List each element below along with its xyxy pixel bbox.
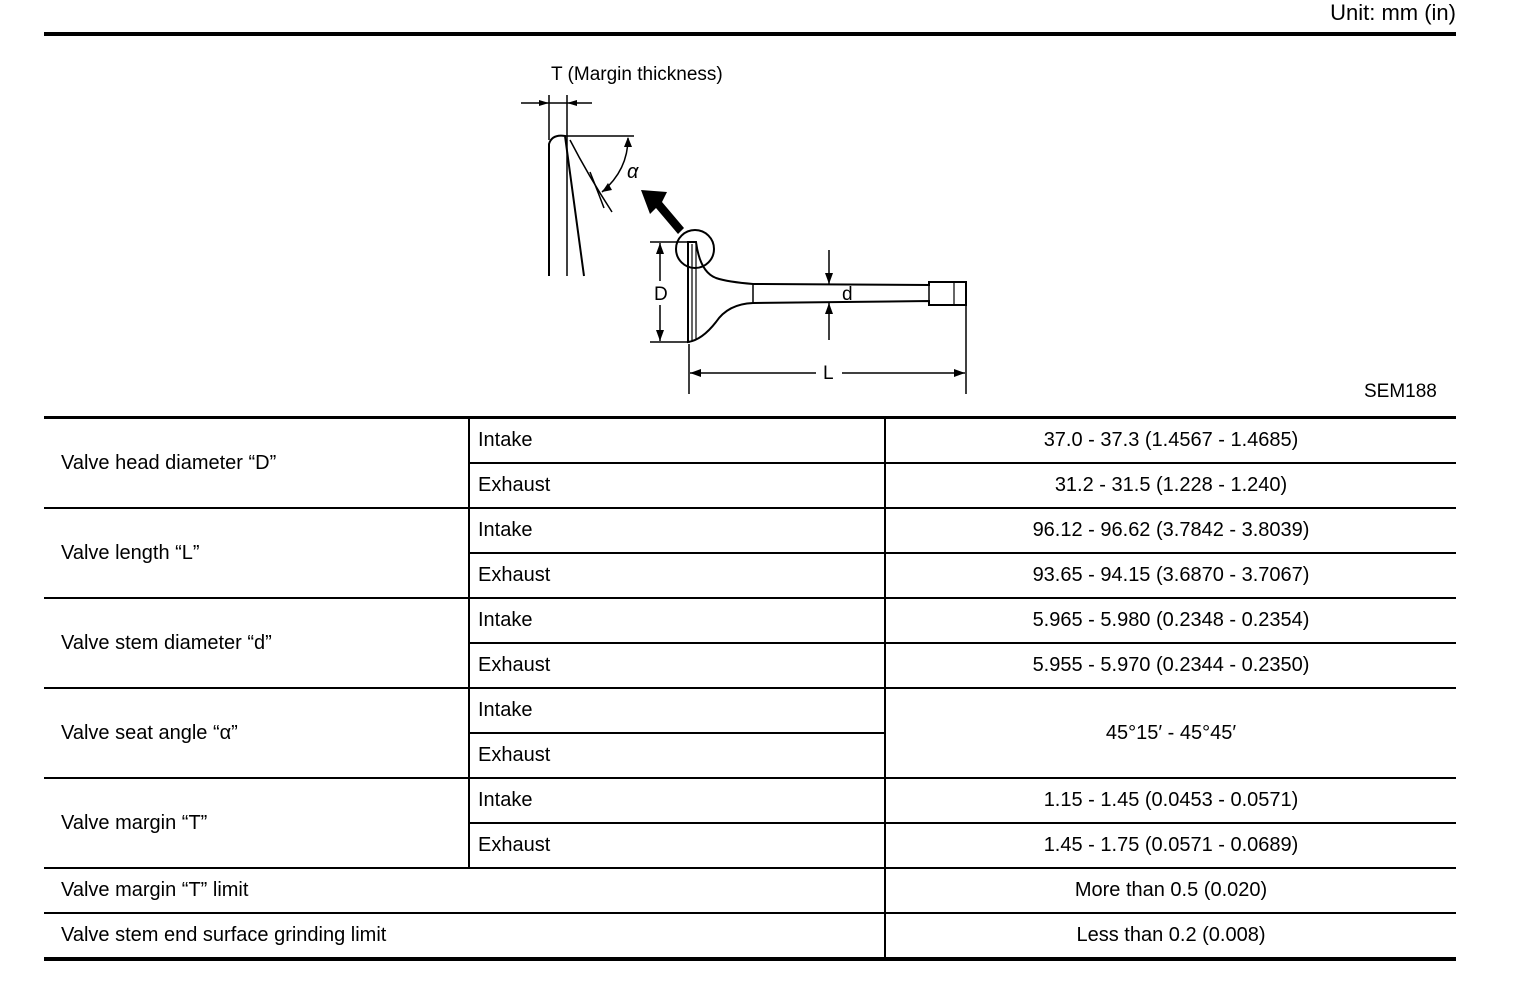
type-exhaust: Exhaust	[468, 552, 885, 599]
type-intake: Intake	[468, 507, 885, 554]
d-big-label: D	[654, 284, 668, 305]
table-row: Exhaust	[44, 732, 1456, 779]
l-arrow-left	[690, 369, 701, 377]
type-intake: Intake	[468, 777, 885, 824]
detail-face-curve	[569, 139, 613, 213]
table-row: Exhaust 1.45 - 1.75 (0.0571 - 0.0689)	[44, 822, 1456, 869]
value-margin-exhaust: 1.45 - 1.75 (0.0571 - 0.0689)	[884, 822, 1456, 869]
table-row: Valve margin “T” limit More than 0.5 (0.…	[44, 867, 1456, 914]
alpha-arrow-top	[624, 137, 632, 147]
alpha-arc	[601, 137, 629, 193]
table-row: Valve head diameter “D” Intake 37.0 - 37…	[44, 416, 1456, 509]
table-row: Exhaust 5.955 - 5.970 (0.2344 - 0.2350)	[44, 642, 1456, 689]
table-row: Valve stem diameter “d” Intake 5.965 - 5…	[44, 597, 1456, 689]
table-row: Valve margin “T” Intake 1.15 - 1.45 (0.0…	[44, 777, 1456, 869]
value-length-exhaust: 93.65 - 94.15 (3.6870 - 3.7067)	[884, 552, 1456, 599]
value-head-diameter-intake: 37.0 - 37.3 (1.4567 - 1.4685)	[884, 416, 1456, 464]
value-grinding-limit: Less than 0.2 (0.008)	[884, 912, 1456, 961]
table-row: Valve seat angle “α” Intake 45°15′ - 45°…	[44, 687, 1456, 779]
d-small-arrow-top	[825, 273, 833, 284]
alpha-arrow-bottom	[602, 183, 612, 192]
type-intake: Intake	[468, 416, 885, 464]
d-small-label: d	[842, 284, 853, 305]
detail-pointer-arrow	[641, 190, 684, 234]
d-big-arrow-top	[656, 243, 664, 254]
l-label: L	[823, 363, 834, 384]
d-small-arrow-bottom	[825, 303, 833, 314]
detail-edge-outline	[548, 134, 585, 277]
table-row: Valve stem end surface grinding limit Le…	[44, 912, 1456, 961]
value-margin-limit: More than 0.5 (0.020)	[884, 867, 1456, 914]
valve-body-outline	[687, 241, 967, 344]
margin-thickness-label: T (Margin thickness)	[551, 64, 723, 85]
value-head-diameter-exhaust: 31.2 - 31.5 (1.228 - 1.240)	[884, 462, 1456, 509]
table-row: Exhaust 93.65 - 94.15 (3.6870 - 3.7067)	[44, 552, 1456, 599]
param-label-seat-angle: Valve seat angle “α”	[44, 687, 469, 779]
top-rule	[44, 32, 1456, 36]
value-stem-diameter-exhaust: 5.955 - 5.970 (0.2344 - 0.2350)	[884, 642, 1456, 689]
detail-circle	[675, 229, 715, 269]
param-label-grinding-limit: Valve stem end surface grinding limit	[44, 912, 885, 961]
value-margin-intake: 1.15 - 1.45 (0.0453 - 0.0571)	[884, 777, 1456, 824]
type-intake: Intake	[468, 597, 885, 644]
alpha-label: α	[627, 161, 639, 183]
type-exhaust: Exhaust	[468, 822, 885, 869]
valve-spec-table: Valve head diameter “D” Intake 37.0 - 37…	[44, 416, 1456, 961]
value-stem-diameter-intake: 5.965 - 5.980 (0.2348 - 0.2354)	[884, 597, 1456, 644]
l-arrow-right	[954, 369, 965, 377]
detail-face-curve-2	[589, 171, 605, 209]
t-arrow-right	[567, 100, 577, 106]
d-big-arrow-bottom	[656, 330, 664, 341]
type-intake: Intake	[468, 687, 885, 734]
value-seat-angle: 45°15′ - 45°45′	[884, 687, 1456, 779]
type-exhaust: Exhaust	[468, 462, 885, 509]
valve-diagram: T (Margin thickness) α D d L	[521, 64, 967, 394]
param-label-margin-limit: Valve margin “T” limit	[44, 867, 885, 914]
value-length-intake: 96.12 - 96.62 (3.7842 - 3.8039)	[884, 507, 1456, 554]
param-label-stem-diameter: Valve stem diameter “d”	[44, 597, 469, 689]
t-arrow-left	[539, 100, 549, 106]
param-label-margin: Valve margin “T”	[44, 777, 469, 869]
type-exhaust: Exhaust	[468, 642, 885, 689]
table-row: Valve length “L” Intake 96.12 - 96.62 (3…	[44, 507, 1456, 599]
param-label-length: Valve length “L”	[44, 507, 469, 599]
type-exhaust: Exhaust	[468, 732, 885, 779]
param-label-head-diameter: Valve head diameter “D”	[44, 416, 469, 509]
figure-code: SEM188	[1364, 381, 1437, 402]
table-row: Exhaust 31.2 - 31.5 (1.228 - 1.240)	[44, 462, 1456, 509]
unit-label: Unit: mm (in)	[1330, 0, 1456, 25]
